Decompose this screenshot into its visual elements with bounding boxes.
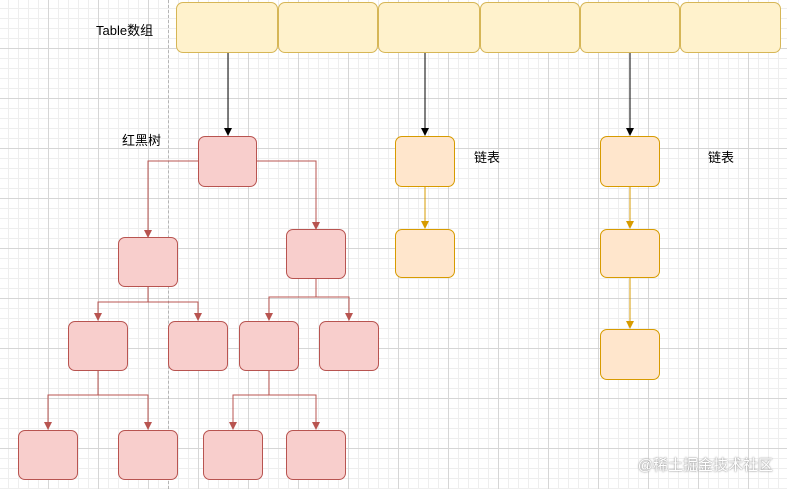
table-slot-2 [278,2,378,53]
edge-tree-ll-to-lll [44,370,99,430]
table-slot-5 [580,2,680,53]
list1-node-1 [395,136,455,187]
rbtree-label: 红黑树 [122,133,162,148]
tree-node-left-left [68,321,128,371]
edge-tree-rl-to-rll [229,370,270,430]
edge-tree-root-to-left [144,160,198,238]
tree-node-rl-right [286,430,346,480]
edge-tree-left-to-lr [148,301,202,321]
tree-node-left-right [168,321,228,371]
edge-tree-left-to-ll [94,287,149,321]
tree-node-right-left [239,321,299,371]
table-slot-3 [378,2,480,53]
linked-list-label-1: 链表 [474,150,501,165]
tree-node-ll-right [118,430,178,480]
watermark: @稀土掘金技术社区 [637,457,773,474]
tree-node-left [118,237,178,287]
tree-node-root [198,136,257,187]
list2-node-3 [600,329,660,380]
table-array-label: Table数组 [96,23,154,38]
tree-node-right-right [319,321,379,371]
edge-tree-ll-to-llr [98,394,152,430]
linked-list-label-2: 链表 [708,150,735,165]
list2-node-2 [600,229,660,278]
list2-node-1 [600,136,660,187]
tree-node-ll-left [18,430,78,480]
table-slot-1 [176,2,278,53]
table-slot-4 [480,2,580,53]
edge-tree-right-to-rl [265,279,317,321]
tree-node-right [286,229,346,279]
tree-node-rl-left [203,430,263,480]
edge-tree-right-to-rr [316,296,353,321]
edge-tree-root-to-right [257,160,320,230]
edge-tree-rl-to-rlr [269,394,320,430]
table-slot-6 [680,2,781,53]
list1-node-2 [395,229,455,278]
